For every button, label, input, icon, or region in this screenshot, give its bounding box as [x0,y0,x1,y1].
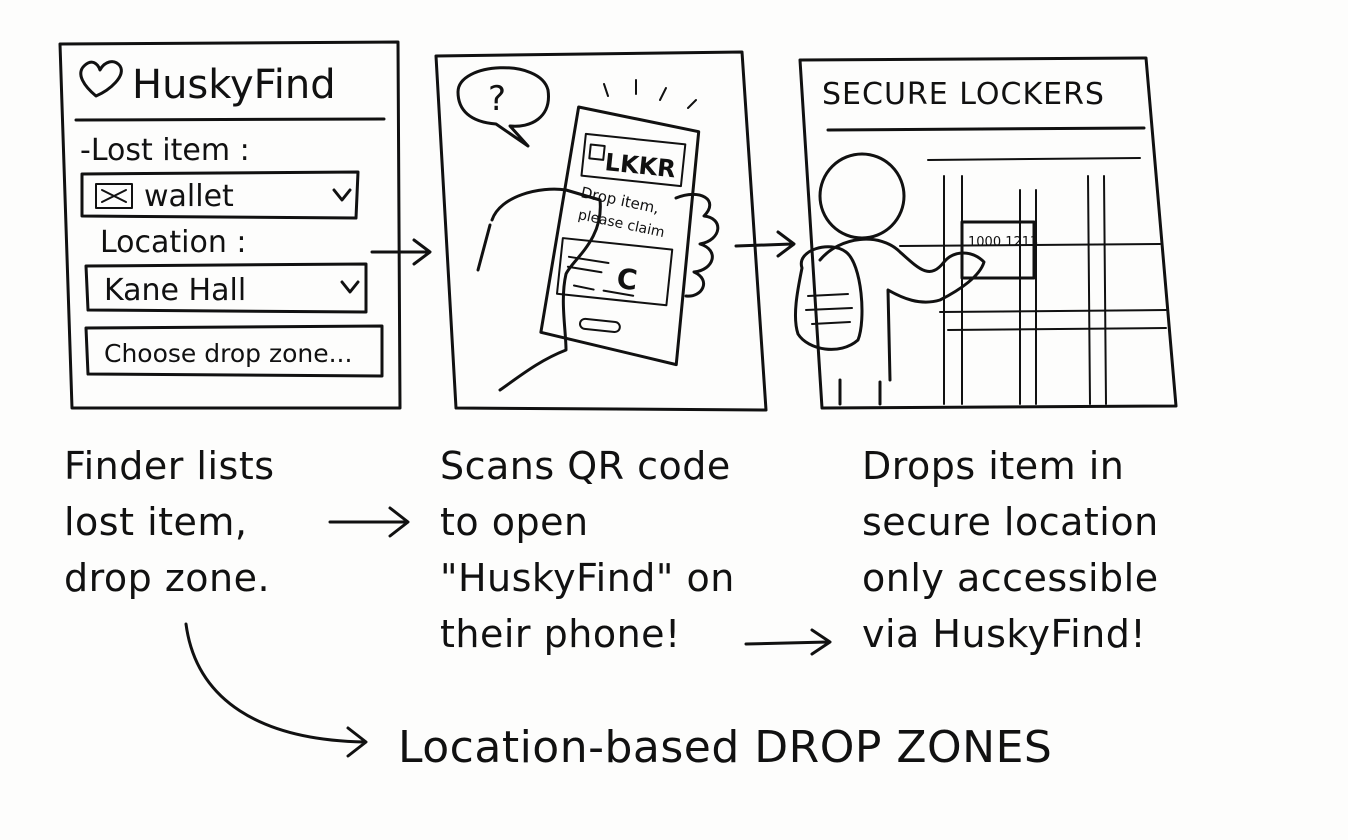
location-select[interactable]: Kane Hall [84,262,368,314]
phone-code: C [615,262,639,297]
speech-bubble: ? [456,66,550,148]
panel-2-phone-scan: ? LKKR Drop item, please claim C [434,50,768,412]
curved-arrow-icon [184,622,368,758]
panel-3-locker: SECURE LOCKERS 1000 1213 [793,56,1178,410]
chevron-down-icon [340,280,360,294]
arrow-right-icon [734,230,796,258]
locker-grid [899,175,1167,405]
choose-drop-zone-button[interactable]: Choose drop zone... [84,324,384,378]
phone-header: LKKR [604,148,678,183]
person-illustration [793,152,986,406]
arrow-right-icon [328,506,410,538]
location-label: Location : [100,225,247,260]
caption-step-3: Drops item in secure location only acces… [862,444,1159,656]
caption-footer: Location-based DROP ZONES [398,722,1053,773]
arrow-right-icon [370,238,432,266]
arrow-right-icon [744,628,832,656]
question-mark: ? [488,79,506,119]
qr-square-icon [588,143,606,161]
hand-illustration [490,187,602,392]
wallet-icon [95,183,133,209]
lost-item-select[interactable]: wallet [80,170,360,220]
caption-step-1: Finder lists lost item, drop zone. [64,444,275,600]
keypad-code: 1000 1213 [968,235,1038,250]
backpack-icon [793,245,864,351]
home-button-icon [578,317,621,333]
drop-zone-button-label: Choose drop zone... [104,339,352,368]
caption-step-2: Scans QR code to open "HuskyFind" on the… [440,444,735,656]
locker-sign: SECURE LOCKERS [822,77,1105,112]
lost-item-label: -Lost item : [80,133,250,168]
lost-item-value: wallet [144,179,234,214]
chevron-down-icon [332,188,352,202]
app-title: HuskyFind [132,62,336,108]
panel-1-app-form: HuskyFind -Lost item : wallet Location :… [58,40,402,410]
heart-logo-icon [79,60,123,98]
locker-keypad: 1000 1213 [960,220,1038,280]
location-value: Kane Hall [104,273,246,308]
